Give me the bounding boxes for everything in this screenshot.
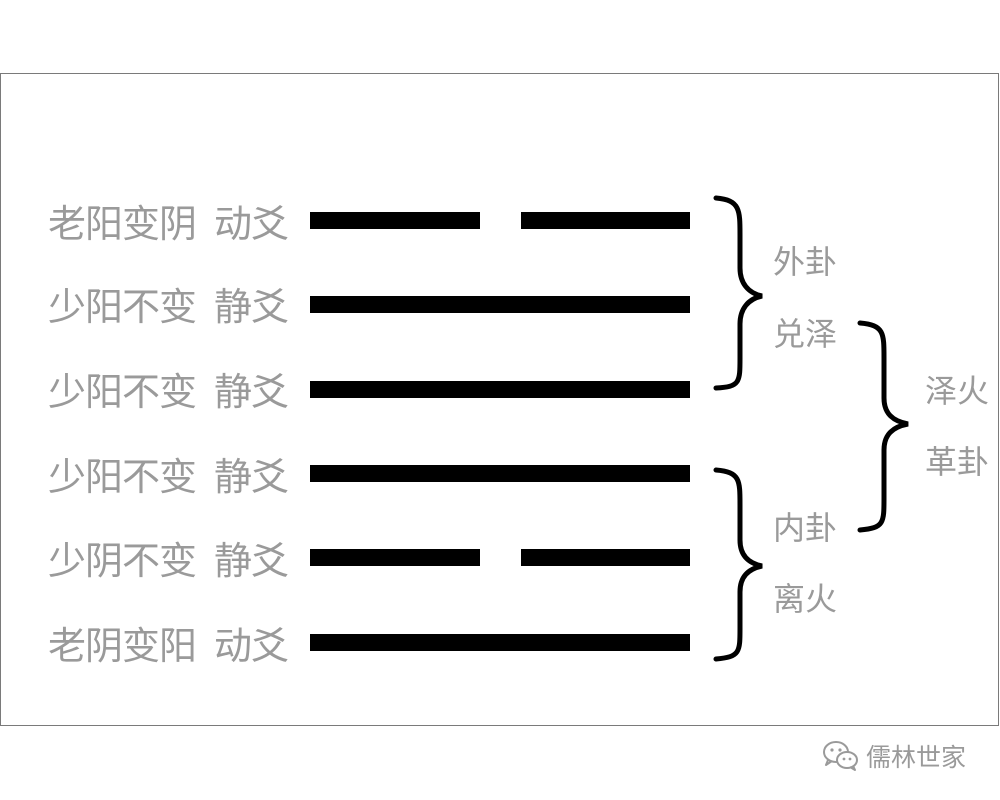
yao-line-3-solid: [310, 381, 690, 398]
line-3-state-label: 少阳不变: [48, 370, 197, 414]
yao-line-2-solid: [310, 296, 690, 313]
wechat-icon: [823, 741, 858, 771]
yao-line-5-right-segment: [521, 549, 690, 566]
line-4-state-label: 少阳不变: [48, 455, 197, 499]
line-2-type-label: 静爻: [214, 285, 289, 329]
yao-line-1-right-segment: [521, 212, 690, 229]
line-6-type-label: 动爻: [214, 624, 289, 668]
hexagram-label: 泽火: [925, 372, 990, 410]
line-2-state-label: 少阳不变: [48, 285, 197, 329]
line-4-type-label: 静爻: [214, 455, 289, 499]
line-5-type-label: 静爻: [214, 539, 289, 583]
line-1-type-label: 动爻: [214, 202, 289, 246]
watermark: 儒林世家: [822, 738, 966, 774]
line-5-state-label: 少阴不变: [48, 539, 197, 583]
outer-trigram-name: 兑泽: [773, 315, 838, 353]
inner-trigram-name: 离火: [773, 580, 838, 618]
yao-line-6-solid: [310, 634, 690, 651]
line-1-state-label: 老阳变阴: [48, 202, 197, 246]
watermark-text: 儒林世家: [866, 743, 967, 772]
diagram-frame: [0, 73, 999, 726]
yao-line-1-left-segment: [310, 212, 480, 229]
outer-trigram-label: 外卦: [773, 243, 838, 281]
yao-line-4-solid: [310, 465, 690, 482]
line-3-type-label: 静爻: [214, 370, 289, 414]
line-6-state-label: 老阴变阳: [48, 624, 197, 668]
inner-trigram-label: 内卦: [773, 509, 838, 547]
hexagram-name: 革卦: [925, 443, 990, 481]
yao-line-5-left-segment: [310, 549, 480, 566]
